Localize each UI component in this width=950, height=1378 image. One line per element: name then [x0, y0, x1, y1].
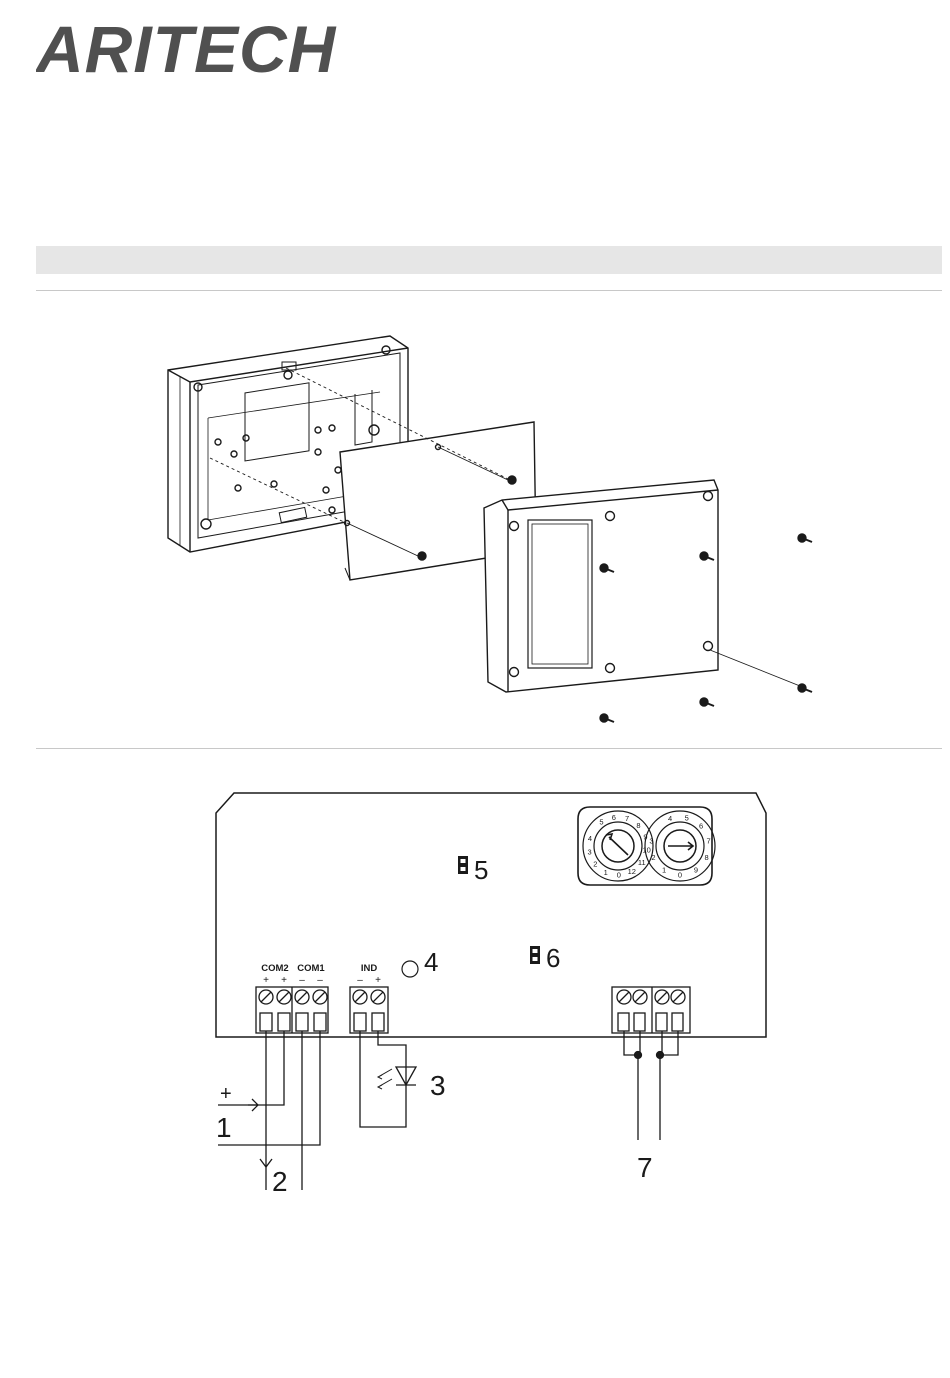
dial-digit: 0: [678, 871, 682, 880]
dial-digit: 8: [705, 853, 709, 862]
dial-digit: 1: [604, 868, 608, 877]
terminal-label-com2: COM2: [261, 963, 288, 974]
dial-digit: 2: [651, 853, 655, 862]
com-wiring: [218, 1031, 320, 1190]
terminal-block-com: [256, 987, 328, 1033]
dial-digit: 4: [668, 814, 672, 823]
aritech-logo: ARITECH: [36, 20, 476, 78]
dial-digit: 6: [612, 813, 616, 822]
dial-digit: 8: [636, 821, 640, 830]
jumper-6: 6: [530, 943, 560, 973]
polarity-mark: +: [375, 975, 381, 986]
polarity-mark: –: [299, 975, 305, 986]
dial-digit: 6: [699, 822, 703, 831]
dial-digit: 7: [707, 837, 711, 846]
aux-wiring: [624, 1031, 678, 1140]
section-header-bar: [36, 246, 942, 274]
dial-digit: 10: [643, 846, 651, 855]
divider-top: [36, 290, 942, 291]
led-indicator-hole: [402, 961, 418, 977]
front-cover: [484, 480, 800, 692]
terminal-label-com1: COM1: [297, 963, 325, 974]
divider-middle: [36, 748, 942, 749]
dial-digit: 3: [649, 837, 653, 846]
terminal-block-ind: [350, 987, 388, 1033]
assembly-figure: [150, 330, 850, 730]
dial-digit: 4: [588, 834, 592, 843]
dial-digit: 2: [593, 860, 597, 869]
callout-2: 2: [272, 1166, 288, 1195]
dial-digit: 5: [599, 818, 603, 827]
supply-plus-mark: +: [220, 1083, 232, 1105]
dial-digit: 1: [662, 866, 666, 875]
jumper-5: 5: [458, 855, 488, 885]
dial-digit: 5: [685, 813, 689, 822]
dial-digit: 7: [625, 814, 629, 823]
polarity-mark: –: [357, 975, 363, 986]
dial-digit: 11: [638, 858, 646, 867]
callout-4: 4: [424, 947, 438, 977]
polarity-mark: +: [263, 975, 269, 986]
dial-digit: 9: [694, 866, 698, 875]
callout-3: 3: [430, 1070, 446, 1101]
dial-digit: 0: [617, 871, 621, 880]
callout-1: 1: [216, 1112, 232, 1143]
dial-digit: 3: [588, 847, 592, 856]
callout-7: 7: [637, 1152, 653, 1183]
dial-digit: 9: [643, 832, 647, 841]
terminal-label-ind: IND: [361, 963, 378, 974]
external-led: [360, 1031, 416, 1127]
svg-text:ARITECH: ARITECH: [36, 20, 337, 78]
polarity-mark: +: [281, 975, 287, 986]
callout-5: 5: [474, 855, 488, 885]
callout-6: 6: [546, 943, 560, 973]
polarity-mark: –: [317, 975, 323, 986]
dial-digit: 12: [628, 867, 636, 876]
terminal-block-aux: [612, 987, 690, 1033]
